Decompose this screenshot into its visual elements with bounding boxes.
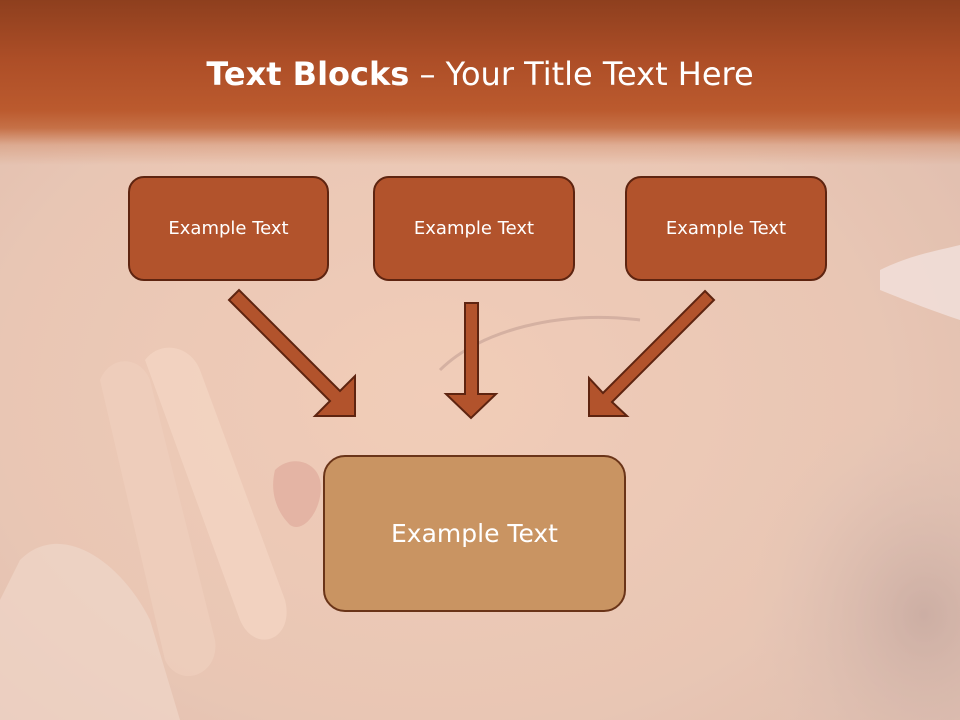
arrow-down-left-icon <box>588 289 716 417</box>
title-bar <box>0 0 960 165</box>
arrow-down-right-icon <box>227 288 356 417</box>
text-block-2[interactable]: Example Text <box>373 176 575 281</box>
arrow-down-icon <box>443 302 499 420</box>
text-block-1[interactable]: Example Text <box>128 176 329 281</box>
slide-title[interactable]: Text Blocks – Your Title Text Here <box>0 52 960 96</box>
main-text-block[interactable]: Example Text <box>323 455 626 612</box>
title-rest: Your Title Text Here <box>445 55 754 93</box>
text-block-3[interactable]: Example Text <box>625 176 827 281</box>
title-bold: Text Blocks <box>206 55 410 93</box>
title-separator: – <box>409 55 446 93</box>
